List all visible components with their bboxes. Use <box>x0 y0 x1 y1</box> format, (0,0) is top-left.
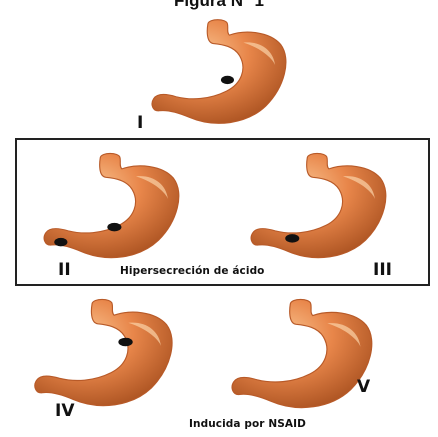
hypersecretion-label: Hipersecreción de ácido <box>120 265 265 277</box>
ulcer-marker <box>285 234 299 242</box>
stomach-type-1 <box>150 18 290 126</box>
ulcer-marker <box>54 238 67 246</box>
stomach-type-4 <box>32 298 177 408</box>
figure-title: Figura N° 1 <box>0 0 438 11</box>
nsaid-caption: Inducida por NSAID <box>189 418 306 430</box>
ulcer-marker <box>221 76 234 84</box>
stomach-type-3 <box>247 152 392 260</box>
type-5-label: V <box>357 377 370 397</box>
type-1-label: I <box>137 113 143 133</box>
type-4-label: IV <box>55 401 74 421</box>
stomach-type-5 <box>228 298 378 410</box>
type-2-label: II <box>58 260 71 280</box>
ulcer-marker <box>107 223 121 231</box>
type-3-label: III <box>373 260 392 280</box>
stomach-type-2 <box>40 152 185 260</box>
ulcer-marker <box>118 338 132 347</box>
